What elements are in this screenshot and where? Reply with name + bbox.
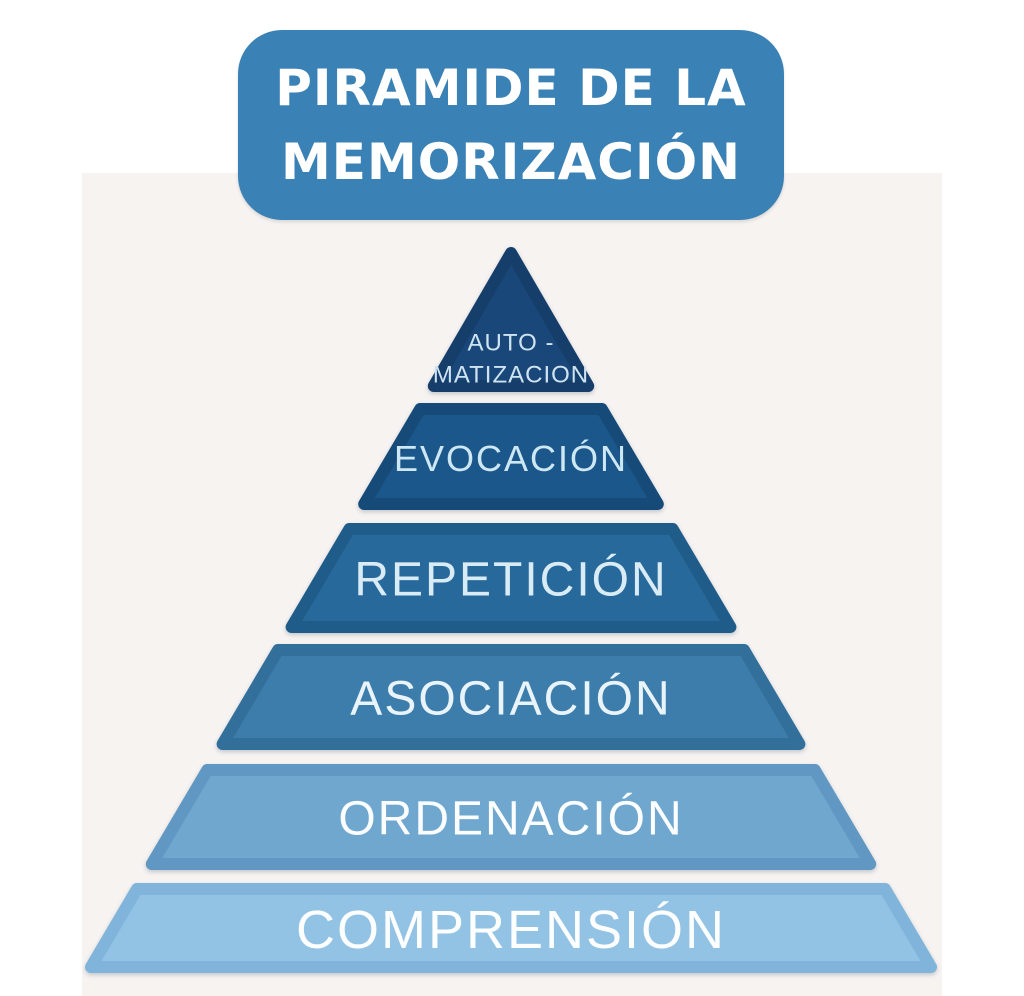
pyramid-level-repeticion: REPETICIÓN bbox=[285, 523, 737, 633]
pyramid-level-shape bbox=[358, 403, 664, 510]
title-line2: MEMORIZACIÓN bbox=[281, 133, 741, 191]
pyramid-level-label: AUTO - bbox=[468, 330, 555, 357]
pyramid-level-label: MATIZACION bbox=[433, 362, 589, 389]
pyramid-level-shape bbox=[216, 644, 806, 750]
pyramid-level-automatizacion: AUTO - MATIZACION bbox=[427, 247, 595, 392]
pyramid-level-label: ORDENACIÓN bbox=[338, 792, 683, 846]
pyramid-level-label: COMPRENSIÓN bbox=[296, 900, 726, 960]
pyramid-level-evocacion: EVOCACIÓN bbox=[358, 403, 664, 510]
title-box: PIRAMIDE DE LA MEMORIZACIÓN bbox=[238, 30, 784, 220]
pyramid-level-label: EVOCACIÓN bbox=[394, 438, 628, 479]
pyramid-level-shape bbox=[85, 883, 937, 973]
title-line1: PIRAMIDE DE LA bbox=[275, 59, 747, 117]
pyramid-level-shape bbox=[427, 247, 595, 392]
pyramid-level-asociacion: ASOCIACIÓN bbox=[216, 644, 806, 750]
pyramid-level-shape bbox=[145, 764, 877, 870]
pyramid-level-shape bbox=[285, 523, 737, 633]
pyramid-level-ordenacion: ORDENACIÓN bbox=[145, 764, 877, 870]
pyramid-level-label: ASOCIACIÓN bbox=[350, 672, 671, 726]
pyramid-level-comprension: COMPRENSIÓN bbox=[85, 883, 937, 973]
pyramid-level-label: REPETICIÓN bbox=[354, 553, 667, 607]
